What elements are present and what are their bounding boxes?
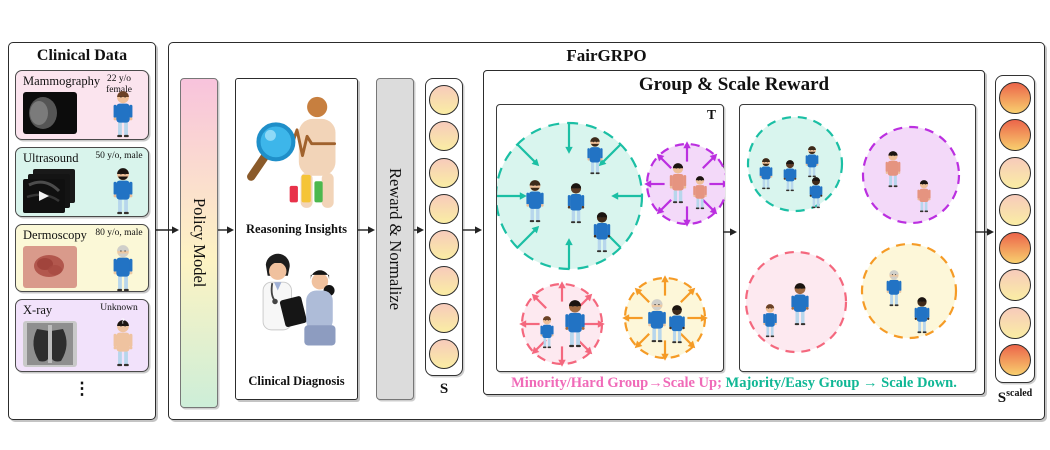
majority-easy-group-scaled-down-circle bbox=[746, 115, 844, 213]
demographic-label: 80 y/o, male bbox=[95, 228, 143, 238]
clinical-card-xray: X-ray Unknown ? bbox=[15, 299, 149, 372]
clinical-card-list: Mammography 22 y/o female Ultrasound 50 … bbox=[9, 65, 155, 372]
groups-after-scaling bbox=[744, 115, 961, 354]
minority-caption: Minority/Hard Group→Scale Up; bbox=[511, 375, 722, 391]
reasoning-insights-illustration bbox=[247, 96, 337, 208]
group-scale-reward-box: Group & Scale Reward T Minority/Hard Gro… bbox=[483, 70, 985, 395]
person-icon bbox=[693, 176, 707, 210]
demographic-label: 50 y/o, male bbox=[95, 151, 143, 161]
reward-score-dot-light bbox=[999, 156, 1031, 189]
person-icon bbox=[917, 180, 931, 213]
clinical-diagnosis-illustration bbox=[262, 253, 336, 346]
group-scale-reward-title: Group & Scale Reward bbox=[638, 74, 830, 95]
person-icon bbox=[809, 177, 823, 209]
reward-score-dot-light bbox=[999, 306, 1031, 339]
more-data-ellipsis: ⋮ bbox=[73, 379, 91, 398]
clinical-card-ultrasound: Ultrasound 50 y/o, male bbox=[15, 147, 149, 217]
reward-score-dot-light bbox=[429, 121, 459, 152]
reward-score-dot-light bbox=[429, 157, 459, 188]
s-scaled-label: Sscaled bbox=[997, 388, 1033, 406]
demographic-label: Unknown bbox=[100, 303, 138, 313]
person-icon bbox=[885, 151, 901, 188]
person-icon bbox=[113, 168, 133, 215]
group-after-box bbox=[739, 104, 976, 372]
mammography-image bbox=[23, 92, 77, 134]
reward-score-dot-light bbox=[429, 266, 459, 297]
mammography-image bbox=[23, 92, 77, 134]
score-column-s-scaled bbox=[995, 75, 1035, 383]
person-icon bbox=[540, 316, 554, 349]
ultrasound-image bbox=[23, 169, 75, 213]
s-label: S bbox=[439, 381, 449, 397]
patient-icon: ? bbox=[113, 317, 133, 367]
insights-box: Reasoning Insights Clinical Diagnosis bbox=[235, 78, 358, 400]
person-icon bbox=[914, 297, 930, 334]
fairgrpo-title: FairGRPO bbox=[566, 46, 647, 65]
person-icon bbox=[759, 158, 773, 190]
majority-caption: Majority/Easy Group → Scale Down. bbox=[721, 375, 957, 391]
groups-before-scaling bbox=[497, 121, 725, 367]
modality-label: Dermoscopy bbox=[23, 228, 87, 242]
person-icon bbox=[113, 91, 133, 138]
reward-score-dot-light bbox=[429, 338, 459, 369]
person-icon bbox=[669, 163, 687, 204]
person-icon: ? bbox=[113, 317, 133, 367]
reward-score-dot-strong bbox=[999, 119, 1031, 152]
patient-icon bbox=[113, 168, 133, 215]
t-label: T bbox=[706, 107, 716, 122]
modality-label: Mammography bbox=[23, 74, 101, 88]
reasoning-insights-label: Reasoning Insights bbox=[245, 222, 348, 236]
person-icon bbox=[593, 212, 611, 253]
clinical-data-title: Clinical Data bbox=[36, 47, 128, 64]
reward-score-dot-light bbox=[429, 230, 459, 261]
person-icon bbox=[587, 137, 603, 175]
person-icon bbox=[565, 300, 585, 348]
group-before-box: T bbox=[496, 104, 725, 372]
reward-score-dot-strong bbox=[999, 231, 1031, 264]
demographic-label: 22 y/o female bbox=[106, 74, 132, 95]
reward-score-dot-strong bbox=[999, 344, 1031, 377]
clinical-card-dermoscopy: Dermoscopy 80 y/o, male bbox=[15, 224, 149, 292]
policy-model-label: Policy Model bbox=[190, 198, 209, 288]
xray-image bbox=[23, 321, 77, 367]
person-icon bbox=[526, 180, 544, 223]
person-icon bbox=[763, 304, 777, 338]
ultrasound-image bbox=[23, 169, 79, 215]
person-icon bbox=[648, 299, 666, 343]
modality-label: X-ray bbox=[23, 303, 53, 317]
dermoscopy-image bbox=[23, 246, 77, 288]
patient-icon bbox=[113, 245, 133, 292]
reward-normalize-bar: Reward & Normalize bbox=[376, 78, 414, 400]
person-icon bbox=[567, 183, 585, 224]
score-column-s bbox=[425, 78, 463, 376]
person-icon bbox=[113, 245, 133, 292]
reward-score-dot-light bbox=[999, 269, 1031, 302]
person-icon bbox=[886, 270, 902, 307]
patient-icon bbox=[113, 91, 133, 138]
person-icon bbox=[783, 160, 797, 192]
reward-score-dot-light bbox=[429, 85, 459, 116]
dermoscopy-image bbox=[23, 246, 77, 288]
reward-normalize-label: Reward & Normalize bbox=[386, 167, 405, 311]
scale-caption: Minority/Hard Group→Scale Up; Majority/E… bbox=[484, 375, 984, 392]
reward-score-dot-strong bbox=[999, 81, 1031, 114]
clinical-data-panel: Clinical Data Mammography 22 y/o female … bbox=[8, 42, 156, 420]
clinical-card-mammography: Mammography 22 y/o female bbox=[15, 70, 149, 140]
minority-group-yellow-scaled-up-circle bbox=[860, 242, 958, 340]
reward-score-dot-light bbox=[429, 302, 459, 333]
svg-text:?: ? bbox=[121, 317, 125, 325]
person-icon bbox=[791, 283, 809, 326]
reward-score-dot-light bbox=[999, 194, 1031, 227]
reward-score-dot-light bbox=[429, 193, 459, 224]
clinical-diagnosis-label: Clinical Diagnosis bbox=[248, 374, 345, 388]
xray-image bbox=[23, 321, 77, 367]
person-icon bbox=[669, 305, 685, 344]
minority-group-purple-scaled-up-circle bbox=[861, 125, 961, 225]
policy-model-bar: Policy Model bbox=[180, 78, 218, 408]
person-icon bbox=[805, 146, 819, 178]
modality-label: Ultrasound bbox=[23, 151, 79, 165]
